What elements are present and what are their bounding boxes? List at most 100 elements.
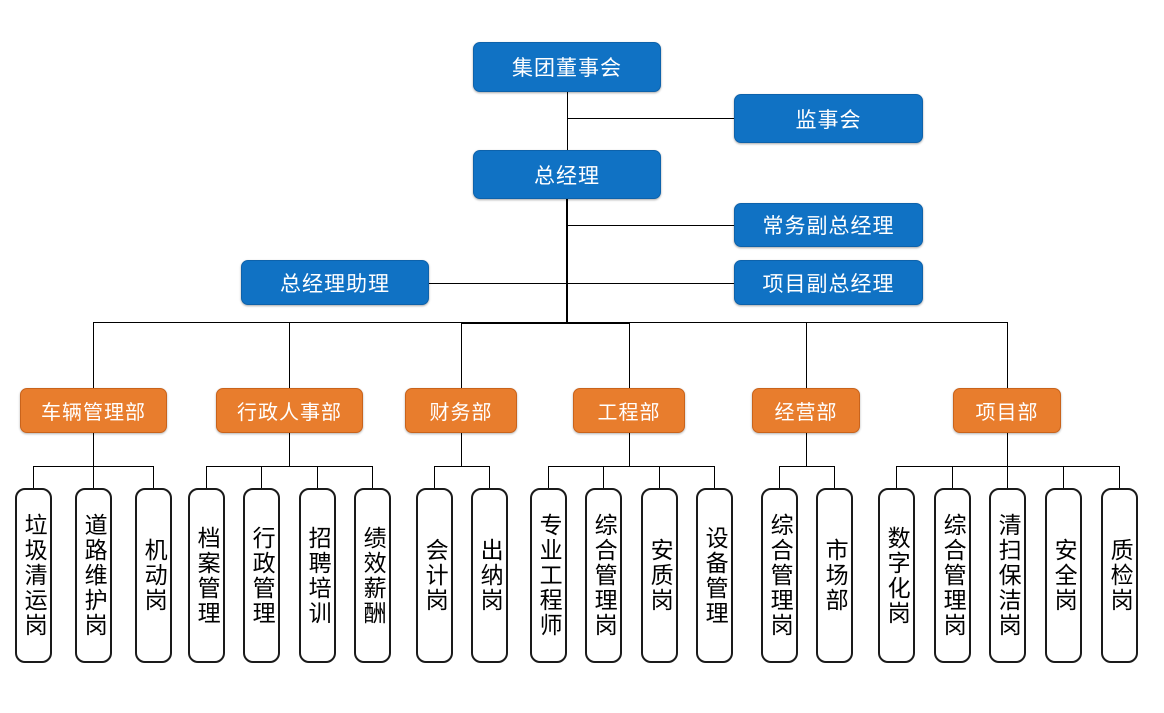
leaf-label-5-0: 数字化岗 — [884, 525, 911, 626]
connector-gm-spine-to-supervisory — [567, 118, 734, 119]
node-general-manager[interactable]: 总经理 — [473, 150, 661, 199]
connector-leaf-drop-0-1 — [93, 466, 94, 488]
leaf-box-4-1[interactable]: 市场部 — [816, 488, 853, 663]
sub-bus-dept-4 — [779, 466, 834, 467]
connector-leaf-drop-4-0 — [779, 466, 780, 488]
leaf-label-3-1: 综合管理岗 — [591, 513, 618, 638]
connector-dept-2-stem — [461, 433, 462, 466]
node-exec-vice-gm[interactable]: 常务副总经理 — [734, 203, 923, 247]
leaf-box-2-1[interactable]: 出纳岗 — [471, 488, 508, 663]
connector-dept-1-stem — [289, 433, 290, 466]
leaf-box-3-1[interactable]: 综合管理岗 — [585, 488, 622, 663]
leaf-label-5-4: 质检岗 — [1107, 538, 1134, 613]
sub-bus-dept-5 — [896, 466, 1120, 467]
connector-dept-3-stem — [629, 433, 630, 466]
node-supervisory-board-label: 监事会 — [795, 108, 862, 132]
leaf-label-4-1: 市场部 — [822, 538, 849, 613]
connector-dept-0-stem — [93, 433, 94, 466]
connector-leaf-drop-5-1 — [952, 466, 953, 488]
leaf-box-1-3[interactable]: 绩效薪酬 — [354, 488, 391, 663]
dept-box-0-label: 车辆管理部 — [41, 402, 146, 424]
node-gm-assistant[interactable]: 总经理助理 — [241, 260, 429, 305]
connector-bus-to-dept-1 — [289, 322, 290, 388]
leaf-label-1-0: 档案管理 — [194, 525, 221, 626]
node-board-label: 集团董事会 — [512, 57, 622, 80]
dept-box-3-label: 工程部 — [597, 402, 661, 424]
connector-spine-to-project-vice-gm — [567, 283, 734, 284]
connector-bus-to-dept-0 — [93, 322, 94, 388]
leaf-label-2-1: 出纳岗 — [477, 538, 504, 613]
connector-gm-to-main-bus — [566, 199, 568, 323]
connector-leaf-drop-4-1 — [834, 466, 835, 488]
leaf-box-3-3[interactable]: 设备管理 — [696, 488, 733, 663]
leaf-box-5-4[interactable]: 质检岗 — [1101, 488, 1138, 663]
leaf-box-1-1[interactable]: 行政管理 — [243, 488, 280, 663]
connector-gm-assistant-to-spine — [429, 283, 567, 284]
leaf-label-3-0: 专业工程师 — [536, 513, 563, 638]
leaf-box-3-0[interactable]: 专业工程师 — [530, 488, 567, 663]
connector-bus-to-dept-3 — [629, 322, 630, 388]
leaf-label-0-0: 垃圾清运岗 — [21, 513, 48, 638]
connector-bus-to-dept-4 — [806, 322, 807, 388]
dept-box-4[interactable]: 经营部 — [752, 388, 860, 433]
node-project-vice-gm[interactable]: 项目副总经理 — [734, 260, 923, 305]
dept-box-5[interactable]: 项目部 — [953, 388, 1061, 433]
dept-box-4-label: 经营部 — [774, 402, 838, 424]
connector-leaf-drop-5-0 — [896, 466, 897, 488]
leaf-box-0-1[interactable]: 道路维护岗 — [75, 488, 112, 663]
dept-box-1-label: 行政人事部 — [237, 402, 342, 424]
main-department-bus-right — [567, 322, 1008, 323]
connector-leaf-drop-3-0 — [548, 466, 549, 488]
connector-leaf-drop-5-2 — [1007, 466, 1008, 488]
leaf-label-3-2: 安质岗 — [647, 538, 674, 613]
node-board[interactable]: 集团董事会 — [473, 42, 661, 92]
leaf-label-0-1: 道路维护岗 — [81, 513, 108, 638]
sub-bus-dept-2 — [434, 466, 489, 467]
connector-leaf-drop-0-2 — [153, 466, 154, 488]
leaf-box-0-0[interactable]: 垃圾清运岗 — [15, 488, 52, 663]
leaf-box-2-0[interactable]: 会计岗 — [416, 488, 453, 663]
main-department-bus-center — [461, 322, 629, 324]
connector-leaf-drop-1-1 — [261, 466, 262, 488]
connector-leaf-drop-3-2 — [659, 466, 660, 488]
connector-leaf-drop-0-0 — [33, 466, 34, 488]
leaf-box-5-3[interactable]: 安全岗 — [1045, 488, 1082, 663]
leaf-label-0-2: 机动岗 — [141, 538, 168, 613]
connector-bus-to-dept-5 — [1007, 322, 1008, 388]
main-department-bus-left — [93, 322, 567, 323]
leaf-label-2-0: 会计岗 — [422, 538, 449, 613]
node-project-vice-gm-label: 项目副总经理 — [762, 272, 895, 296]
leaf-box-3-2[interactable]: 安质岗 — [641, 488, 678, 663]
connector-leaf-drop-1-3 — [372, 466, 373, 488]
node-general-manager-label: 总经理 — [534, 164, 600, 188]
connector-dept-4-stem — [806, 433, 807, 466]
leaf-label-1-1: 行政管理 — [249, 525, 276, 626]
dept-box-2-label: 财务部 — [429, 402, 493, 424]
connector-board-to-gm — [567, 92, 568, 150]
leaf-box-5-0[interactable]: 数字化岗 — [878, 488, 915, 663]
leaf-box-5-2[interactable]: 清扫保洁岗 — [989, 488, 1026, 663]
leaf-box-4-0[interactable]: 综合管理岗 — [761, 488, 798, 663]
leaf-box-0-2[interactable]: 机动岗 — [135, 488, 172, 663]
connector-dept-5-stem — [1007, 433, 1008, 466]
dept-box-3[interactable]: 工程部 — [573, 388, 685, 433]
connector-spine-to-exec-vice-gm — [567, 225, 734, 226]
leaf-box-5-1[interactable]: 综合管理岗 — [934, 488, 971, 663]
connector-leaf-drop-5-3 — [1063, 466, 1064, 488]
connector-leaf-drop-2-0 — [434, 466, 435, 488]
leaf-label-4-0: 综合管理岗 — [767, 513, 794, 638]
dept-box-2[interactable]: 财务部 — [405, 388, 517, 433]
leaf-label-1-2: 招聘培训 — [305, 525, 332, 626]
connector-leaf-drop-3-3 — [714, 466, 715, 488]
sub-bus-dept-3 — [548, 466, 714, 467]
leaf-box-1-0[interactable]: 档案管理 — [188, 488, 225, 663]
node-supervisory-board[interactable]: 监事会 — [734, 94, 923, 143]
dept-box-0[interactable]: 车辆管理部 — [20, 388, 167, 433]
leaf-label-3-3: 设备管理 — [702, 525, 729, 626]
dept-box-1[interactable]: 行政人事部 — [216, 388, 363, 433]
connector-bus-to-dept-2 — [461, 322, 462, 388]
leaf-box-1-2[interactable]: 招聘培训 — [299, 488, 336, 663]
leaf-label-5-3: 安全岗 — [1051, 538, 1078, 613]
node-exec-vice-gm-label: 常务副总经理 — [762, 215, 895, 238]
